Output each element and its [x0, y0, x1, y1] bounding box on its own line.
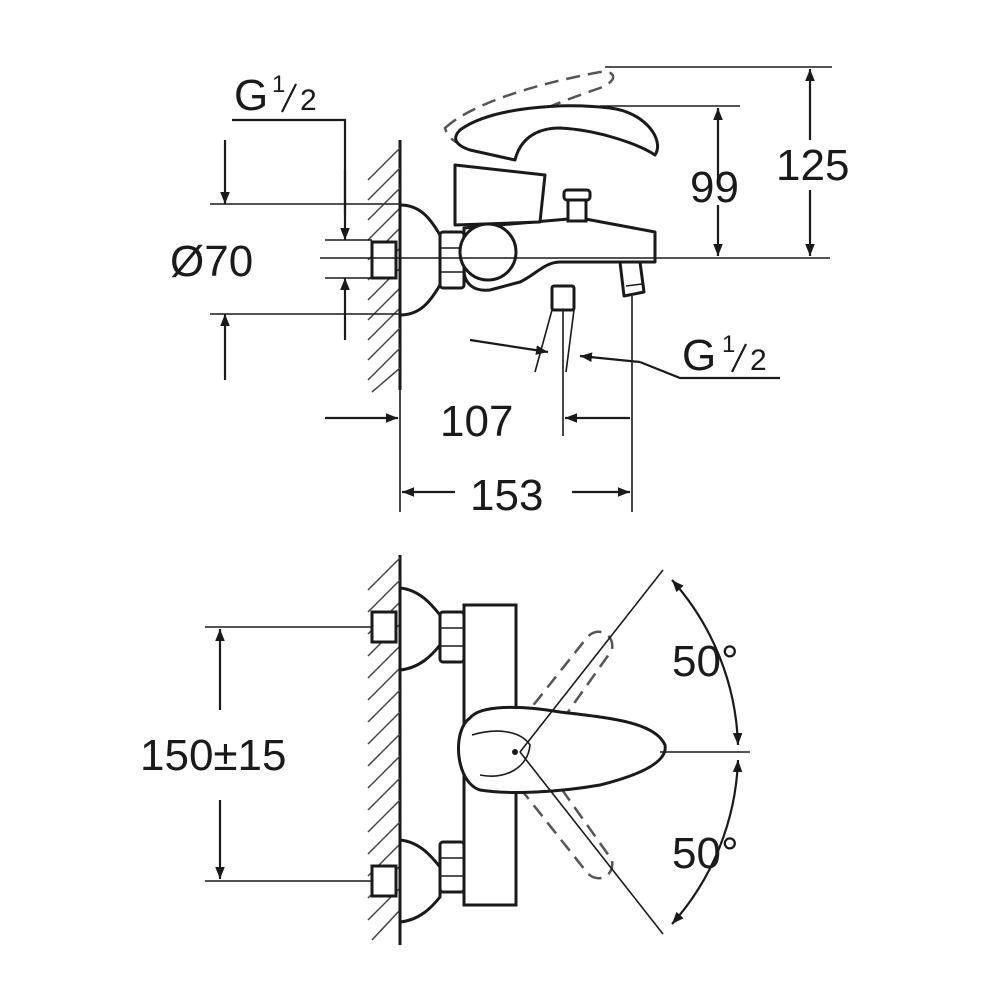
lever-indicator	[512, 749, 518, 755]
lever-alt-down	[518, 768, 614, 880]
angle-lower-label: 50°	[672, 829, 739, 878]
lower-rosette	[398, 838, 442, 924]
pipe-stub	[370, 240, 398, 280]
angle-upper-label: 50°	[672, 637, 739, 686]
lever	[454, 104, 660, 162]
thread-top-den: 2	[300, 84, 317, 117]
diameter-label: Ø70	[170, 237, 253, 286]
upper-rosette	[398, 586, 442, 672]
dim-150-label: 150±15	[140, 731, 287, 780]
thread-bottom-num: 1	[722, 331, 735, 358]
lever-front	[457, 705, 667, 794]
thread-bottom-g: G	[682, 331, 716, 380]
upper-pipe-stub	[370, 610, 398, 644]
rosette	[398, 203, 442, 317]
front-view	[205, 555, 750, 945]
shower-outlet	[550, 284, 576, 312]
thread-top-num: 1	[272, 71, 285, 98]
dim-107-label: 107	[440, 397, 513, 446]
thread-bottom-den: 2	[750, 344, 767, 377]
dim-125-label: 125	[776, 141, 849, 190]
body-disc	[458, 222, 518, 282]
thread-top-g: G	[234, 71, 268, 120]
lower-nut	[438, 840, 466, 894]
labels: G 1 2 Ø70 99 125 G 1 2 107 153 150±15 50…	[140, 71, 849, 878]
cartridge-housing	[453, 163, 547, 227]
dim-99-label: 99	[690, 163, 739, 212]
lower-pipe-stub	[370, 864, 398, 898]
side-view	[210, 66, 832, 512]
upper-nut	[438, 610, 466, 664]
diverter-knob	[562, 188, 592, 202]
dim-153-label: 153	[470, 471, 543, 520]
spout-aerator	[618, 260, 646, 298]
